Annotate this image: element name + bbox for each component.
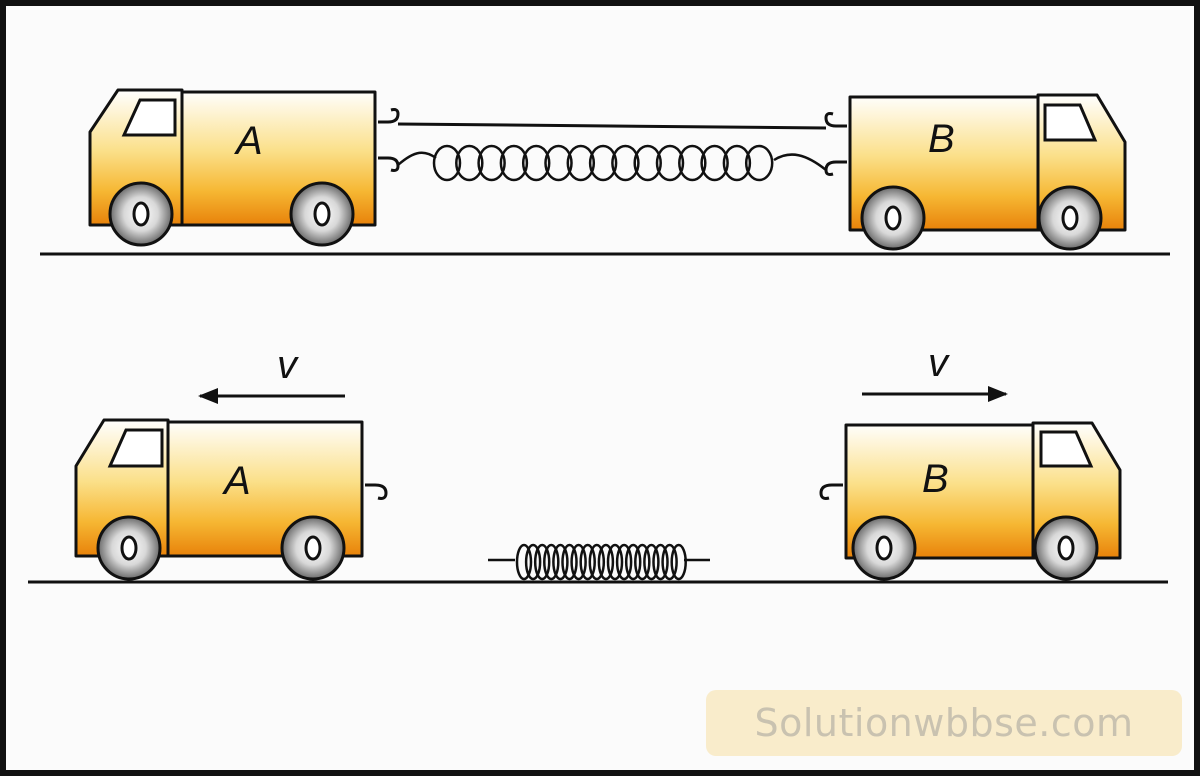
- spring-coil: [566, 144, 596, 182]
- spring-coil: [615, 543, 633, 581]
- stretched-spring: [397, 144, 827, 182]
- spring-coil: [543, 543, 560, 581]
- spring-coil: [700, 144, 729, 182]
- spring-coil: [633, 144, 662, 182]
- spring-coil: [455, 144, 484, 182]
- spring-coil: [634, 543, 651, 581]
- spring-coil: [579, 543, 596, 581]
- velocity-label-left: v: [277, 343, 299, 387]
- spring-coil: [533, 543, 551, 581]
- spring-coil: [521, 144, 551, 182]
- spring-coil: [643, 543, 660, 581]
- spring-coil: [588, 144, 618, 182]
- spring-coil: [552, 543, 569, 581]
- truck-b-top: [824, 93, 1127, 251]
- spring-coil: [432, 144, 462, 182]
- spring-coil: [655, 144, 685, 182]
- compressed-spring: [488, 543, 710, 581]
- spring-coil: [606, 543, 624, 581]
- spring-coil: [570, 543, 587, 581]
- truck-a-bottom: [74, 418, 388, 581]
- truck-a-label-top: A: [234, 119, 263, 163]
- spring-coil: [722, 144, 752, 182]
- truck-b-label-bottom: B: [922, 457, 949, 501]
- spring-coil: [678, 144, 707, 182]
- watermark: Solutionwbbse.com: [706, 690, 1182, 756]
- spring-coil: [544, 144, 573, 182]
- spring-coil: [624, 543, 642, 581]
- spring-coil: [661, 543, 678, 581]
- truck-a-label-bottom: A: [222, 459, 251, 503]
- truck-b-bottom: [819, 421, 1122, 581]
- spring-coil: [744, 144, 774, 182]
- spring-coil: [524, 543, 542, 581]
- truck-b-label-top: B: [928, 117, 955, 161]
- spring-coil: [597, 543, 615, 581]
- spring-coil: [561, 543, 578, 581]
- spring-coil: [499, 144, 529, 182]
- spring-coil: [515, 543, 533, 581]
- rope: [397, 122, 827, 130]
- spring-coil: [611, 144, 640, 182]
- spring-coil: [670, 543, 687, 581]
- spring-coil: [652, 543, 669, 581]
- spring-coil: [588, 543, 606, 581]
- truck-a-top: [88, 88, 400, 247]
- spring-coil: [477, 144, 506, 182]
- velocity-label-right: v: [928, 341, 950, 385]
